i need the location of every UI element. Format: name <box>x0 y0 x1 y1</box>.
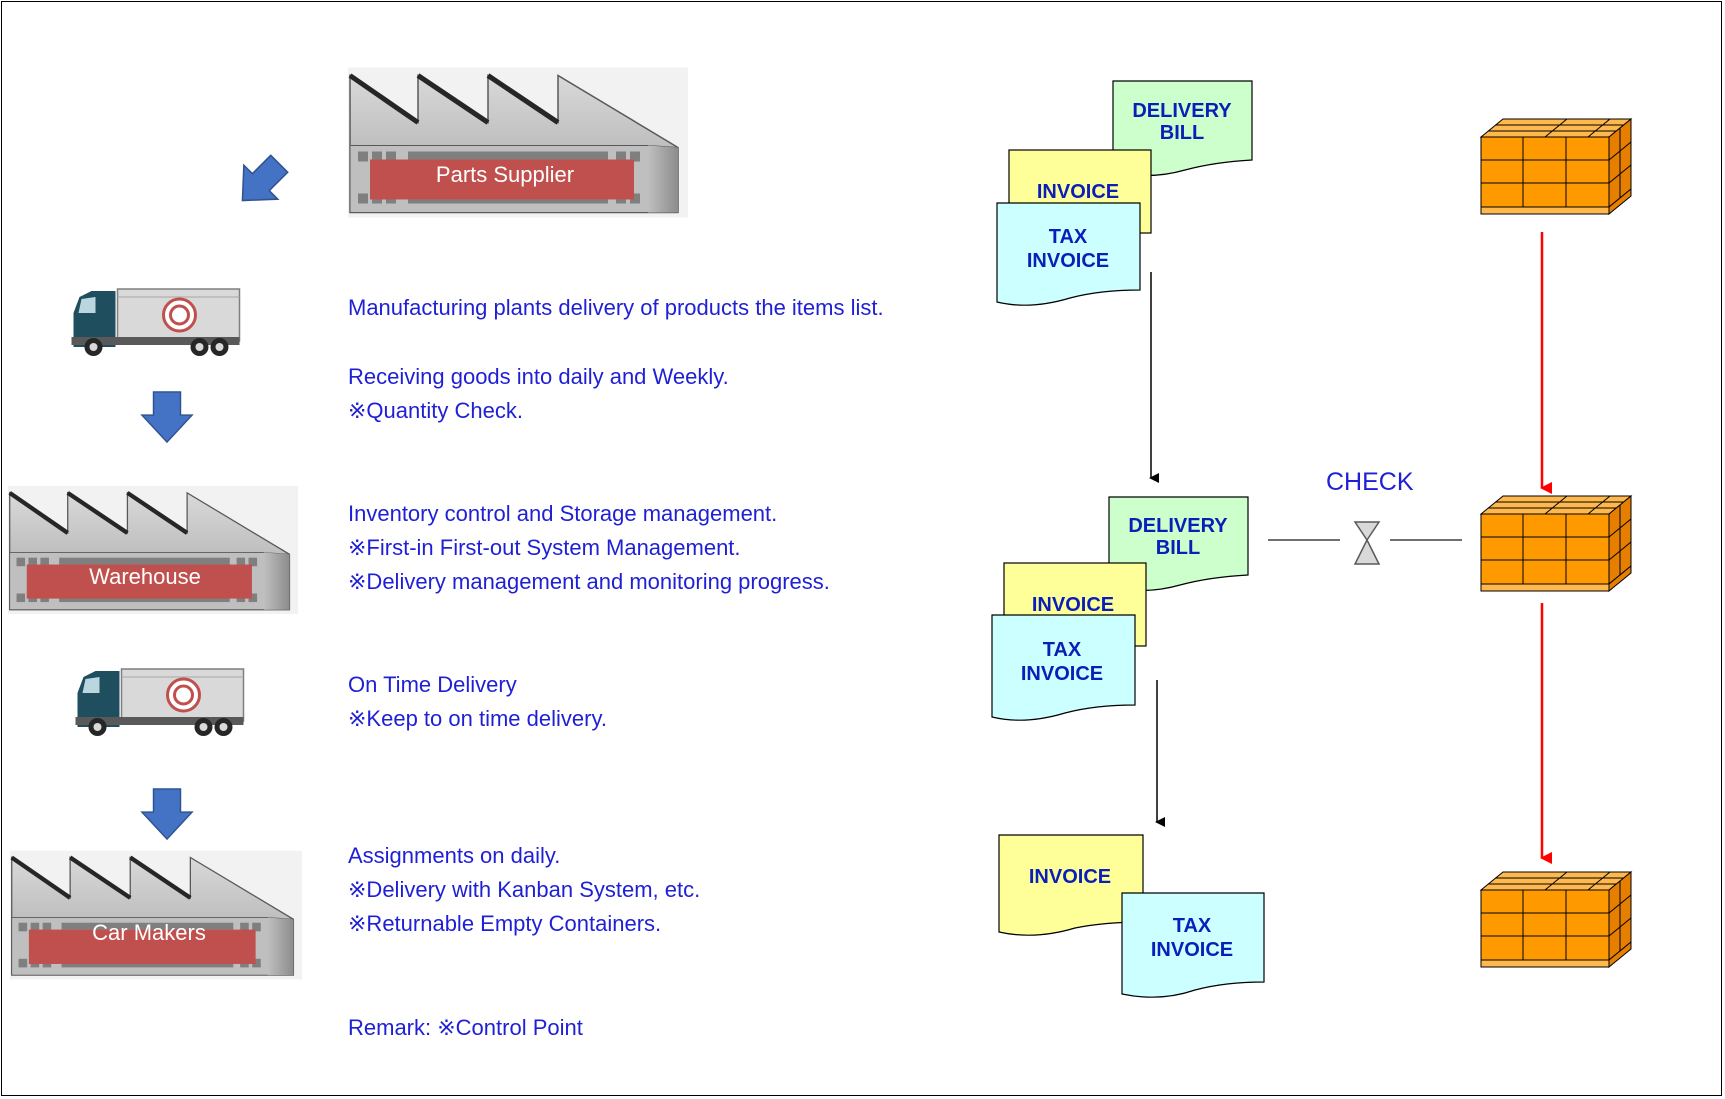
note-line: ※Keep to on time delivery. <box>348 706 607 731</box>
parts-supplier-label: Parts Supplier <box>436 162 574 187</box>
note-line: Inventory control and Storage management… <box>348 501 778 526</box>
note-line: ※Delivery management and monitoring prog… <box>348 569 830 594</box>
note-block-4: On Time Delivery ※Keep to on time delive… <box>348 668 607 736</box>
note-block-2: Receiving goods into daily and Weekly. ※… <box>348 360 729 428</box>
tax-invoice-label: INVOICE <box>1021 663 1103 685</box>
note-line: Remark: ※Control Point <box>348 1015 583 1040</box>
note-line: On Time Delivery <box>348 672 517 697</box>
parts-supplier-factory: Parts Supplier <box>348 68 688 218</box>
note-line: ※Quantity Check. <box>348 398 523 423</box>
hourglass-icon <box>1353 521 1381 565</box>
note-line: ※First-in First-out System Management. <box>348 535 741 560</box>
document-set-1: DELIVERY BILL INVOICE TAX INVOICE <box>996 80 1253 306</box>
document-set-3: INVOICE TAX INVOICE <box>998 834 1265 998</box>
invoice-label: INVOICE <box>1029 866 1111 888</box>
factory-icon <box>10 851 302 980</box>
check-label: CHECK <box>1326 468 1414 496</box>
delivery-bill-label: DELIVERY <box>1132 100 1232 122</box>
delivery-bill-label: BILL <box>1160 122 1204 144</box>
truck-icon <box>68 285 246 360</box>
delivery-bill-label: DELIVERY <box>1128 515 1228 537</box>
pallet-boxes-icon <box>1480 118 1632 215</box>
pallet-boxes-icon <box>1480 871 1632 968</box>
remark-text: Remark: ※Control Point <box>348 1011 583 1045</box>
tax-invoice-label: TAX <box>1049 226 1088 248</box>
note-block-5: Assignments on daily. ※Delivery with Kan… <box>348 839 700 941</box>
note-line: Receiving goods into daily and Weekly. <box>348 364 729 389</box>
tax-invoice-label: INVOICE <box>1027 250 1109 272</box>
note-block-3: Inventory control and Storage management… <box>348 497 830 599</box>
tax-invoice-label: TAX <box>1173 915 1212 937</box>
note-block-1: Manufacturing plants delivery of product… <box>348 291 884 325</box>
car-makers-label: Car Makers <box>92 920 206 945</box>
warehouse-factory: Warehouse <box>8 486 298 614</box>
tax-invoice-label: TAX <box>1043 639 1082 661</box>
invoice-label: INVOICE <box>1032 594 1114 616</box>
document-set-2: DELIVERY BILL INVOICE TAX INVOICE <box>991 496 1249 721</box>
diagonal-arrow-icon <box>241 154 289 202</box>
note-line: ※Returnable Empty Containers. <box>348 911 662 936</box>
truck-icon <box>72 665 250 740</box>
tax-invoice-label: INVOICE <box>1151 939 1233 961</box>
pallet-boxes-icon <box>1480 495 1632 592</box>
warehouse-label: Warehouse <box>89 564 201 589</box>
down-arrow-icon <box>141 788 193 840</box>
invoice-label: INVOICE <box>1037 181 1119 203</box>
note-line: Manufacturing plants delivery of product… <box>348 295 884 320</box>
car-makers-factory: Car Makers <box>10 851 302 980</box>
note-line: Assignments on daily. <box>348 843 561 868</box>
note-line: ※Delivery with Kanban System, etc. <box>348 877 701 902</box>
factory-icon <box>8 486 298 614</box>
down-arrow-icon <box>141 391 193 443</box>
factory-icon <box>348 68 688 218</box>
delivery-bill-label: BILL <box>1156 537 1200 559</box>
